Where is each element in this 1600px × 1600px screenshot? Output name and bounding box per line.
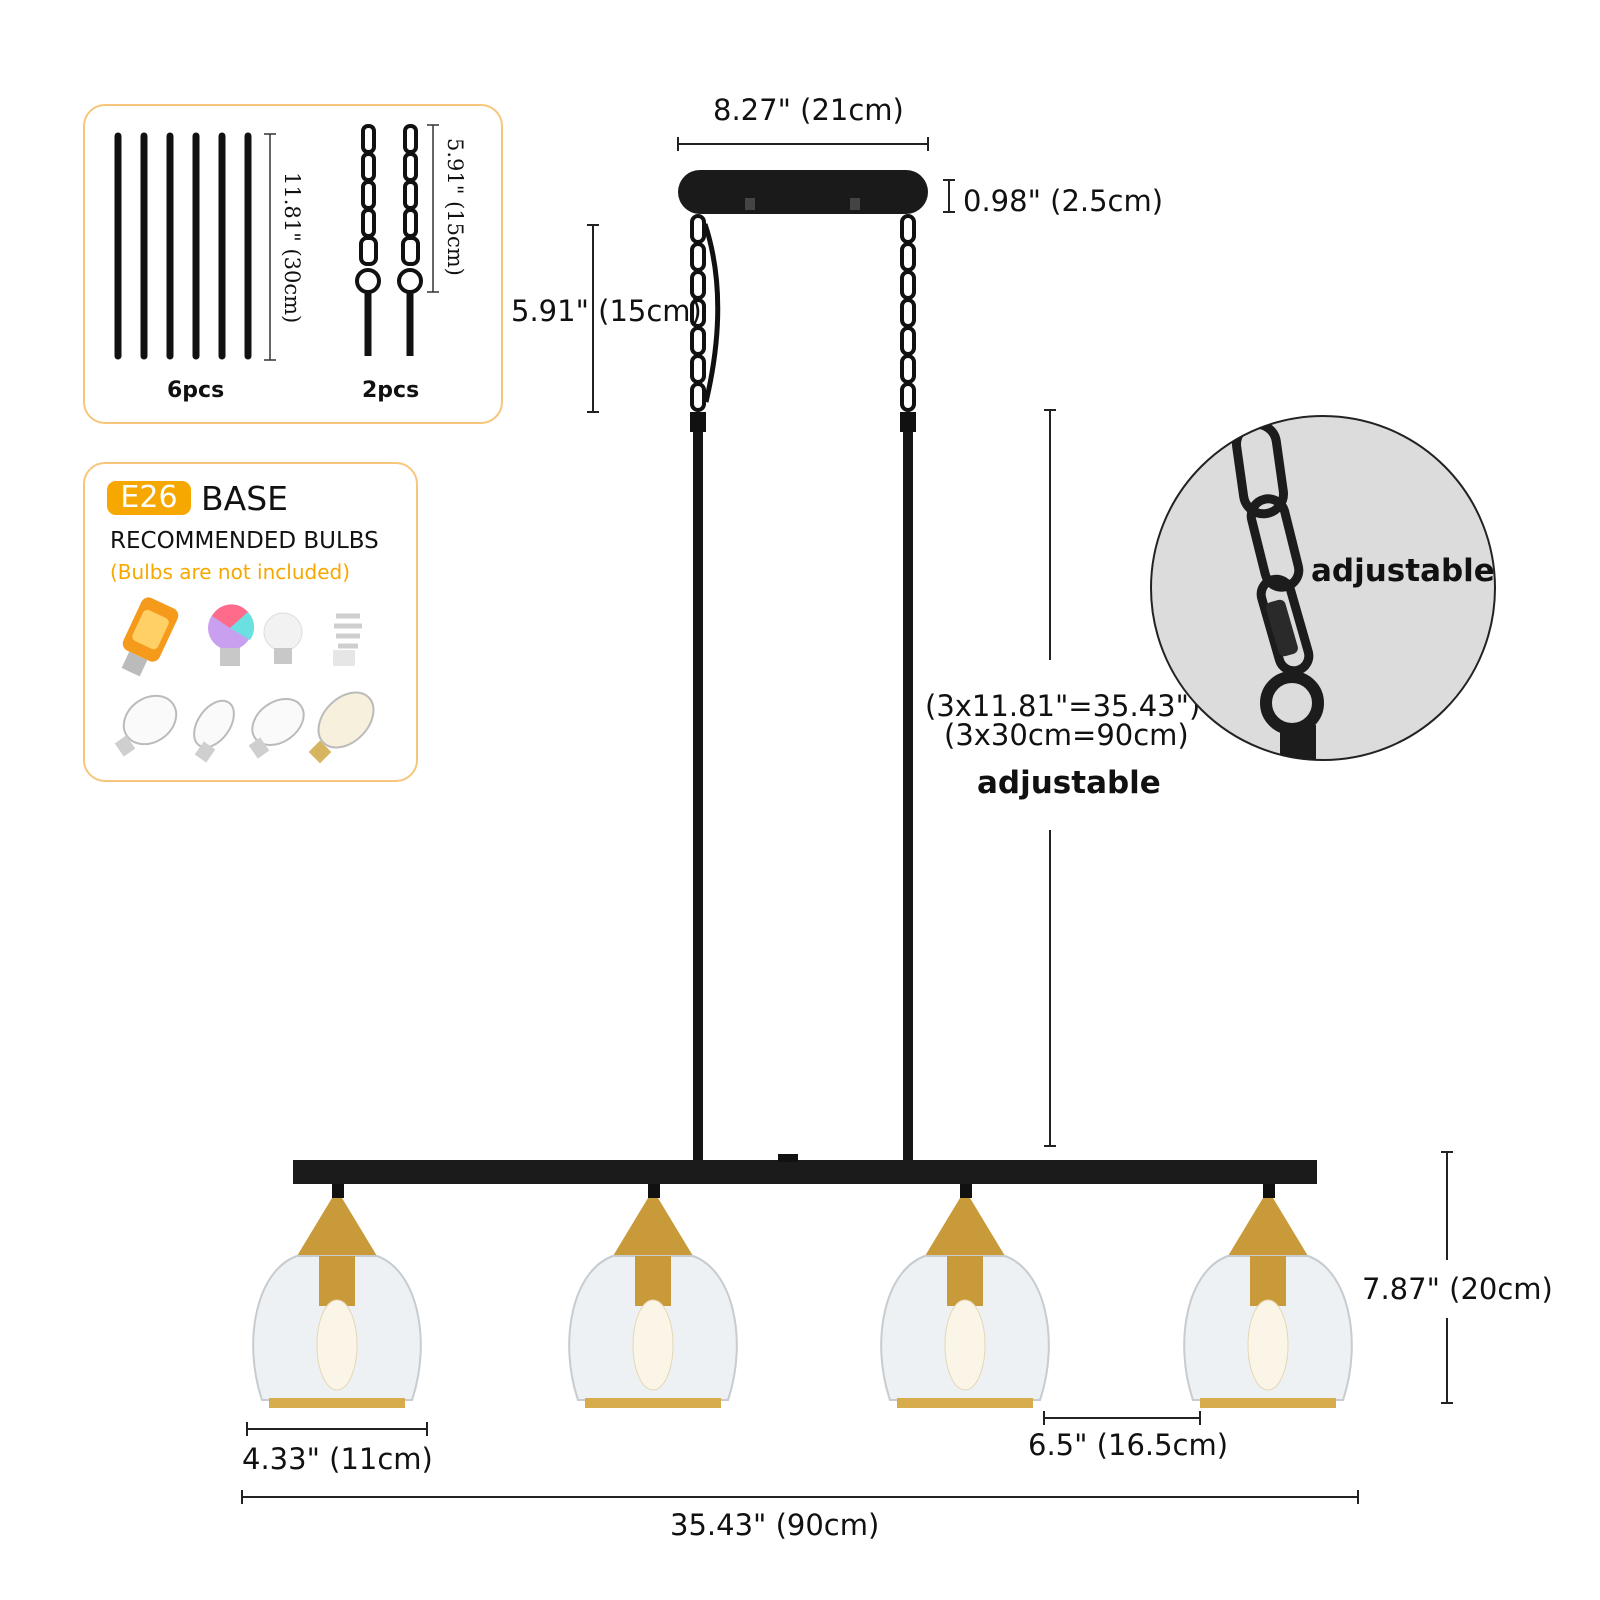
right-rod [903, 412, 913, 1160]
rods-count-label: 6pcs [167, 378, 225, 403]
shade-3 [880, 1184, 1050, 1408]
fixture-bar [293, 1160, 1317, 1184]
chain-length-label: 5.91" (15cm) [511, 294, 702, 328]
shade-1 [252, 1184, 422, 1408]
smart-bulb-icon [208, 604, 255, 666]
dimension-lines [241, 137, 1453, 1504]
bulbs-note: (Bulbs are not included) [110, 560, 350, 584]
right-chain [900, 214, 916, 412]
canopy [678, 170, 928, 214]
rods-total-in-label: (3x11.81"=35.43") [925, 689, 1201, 723]
shade-spacing-label: 6.5" (16.5cm) [1028, 1428, 1229, 1462]
base-label: BASE [201, 479, 289, 518]
zoom-adjustable-label: adjustable [1311, 553, 1495, 589]
led-bulb-icon [263, 612, 303, 664]
shade-4 [1183, 1184, 1353, 1408]
canopy-width-label: 8.27" (21cm) [713, 93, 904, 127]
rods-adjustable-label: adjustable [977, 765, 1161, 801]
chains-dimension-line [427, 124, 439, 293]
canopy-height-label: 0.98" (2.5cm) [963, 184, 1164, 218]
chains-count-label: 2pcs [362, 378, 420, 403]
rods-icon [114, 132, 252, 360]
chains-icon [355, 124, 423, 294]
e26-badge: E26 [107, 481, 191, 515]
shade-width-label: 4.33" (11cm) [242, 1442, 433, 1476]
edison-bulb-icon [122, 691, 375, 749]
shade-height-label: 7.87" (20cm) [1362, 1272, 1553, 1306]
flame-bulb-icon [121, 597, 179, 677]
recommended-bulbs-title: RECOMMENDED BULBS [110, 528, 379, 554]
total-width-label: 35.43" (90cm) [670, 1508, 880, 1542]
left-rod [693, 412, 703, 1160]
cfl-bulb-icon [333, 613, 362, 666]
shade-2 [568, 1184, 738, 1408]
rods-dimension-line [264, 133, 276, 361]
rods-total-cm-label: (3x30cm=90cm) [944, 718, 1189, 752]
left-chain [690, 214, 721, 412]
